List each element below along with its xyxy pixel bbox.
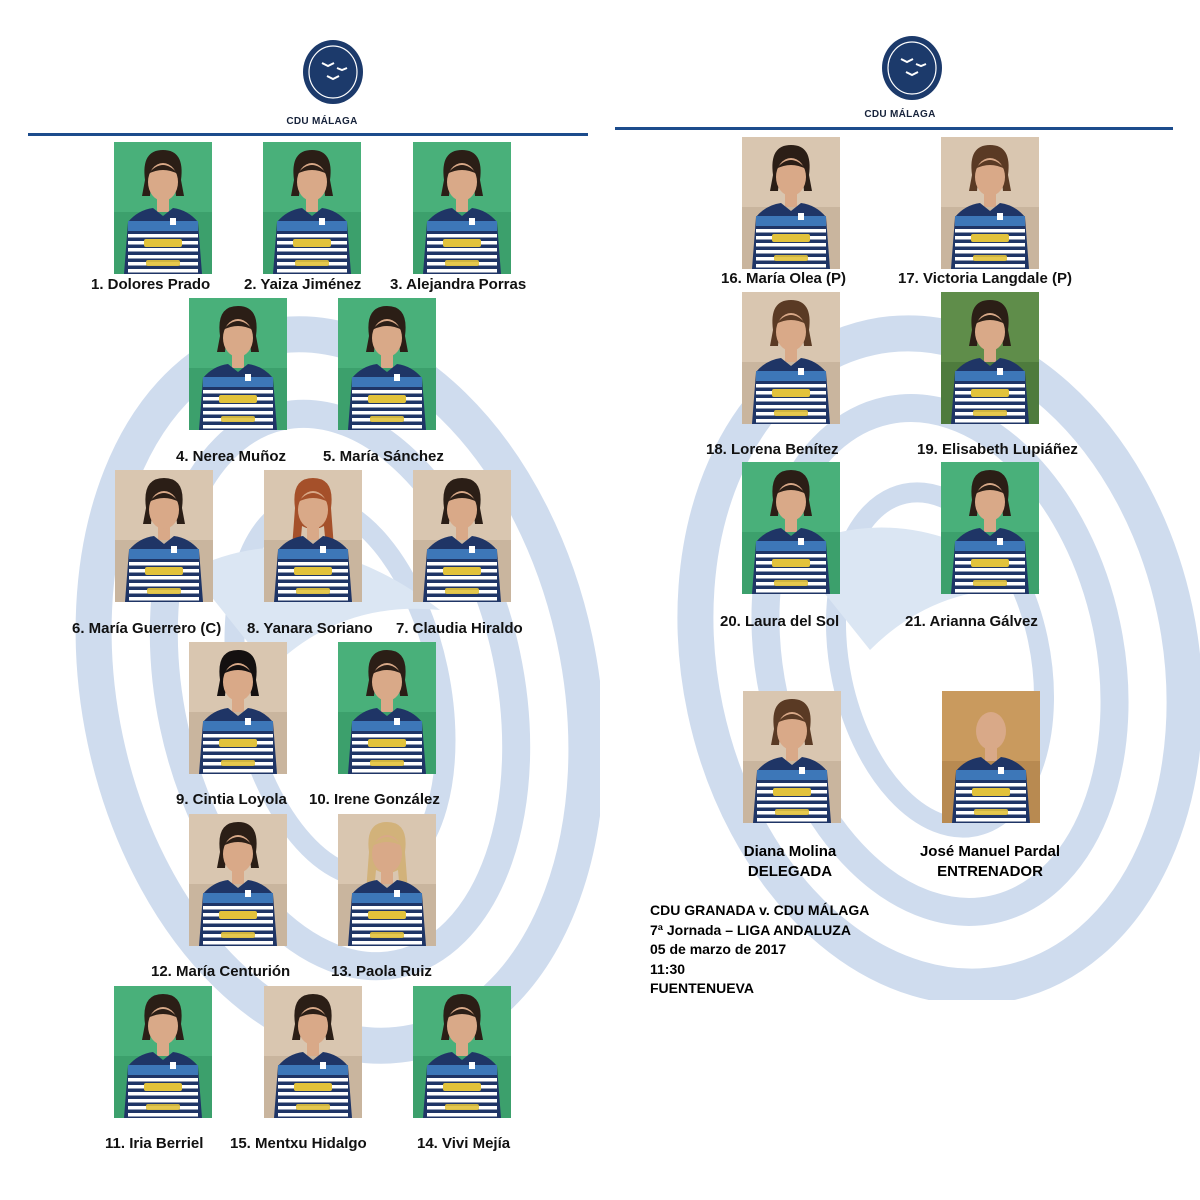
lineup-sheet-right: CDU MÁLAGA 16. María Olea (P) 17. Victor…: [600, 0, 1200, 1200]
player-caption: 5. María Sánchez: [323, 448, 444, 465]
player-caption: 6. María Guerrero (C): [72, 620, 222, 637]
club-logo-text: CDU MÁLAGA: [864, 109, 936, 120]
player-caption: 21. Arianna Gálvez: [905, 613, 1038, 630]
player-caption: 2. Yaiza Jiménez: [244, 276, 362, 293]
club-logo: [303, 40, 363, 104]
staff-photo: [942, 691, 1040, 823]
match-info: CDU GRANADA v. CDU MÁLAGA 7ª Jornada – L…: [650, 901, 869, 999]
player-photo: [189, 642, 287, 774]
player-caption: 4. Nerea Muñoz: [176, 448, 287, 465]
player-photo: [115, 470, 213, 602]
club-watermark: [75, 316, 600, 1064]
match-time: 11:30: [650, 960, 686, 977]
player-caption: 18. Lorena Benítez: [706, 441, 839, 458]
player-caption: 10. Irene González: [309, 791, 440, 808]
player-photo: [941, 137, 1039, 269]
player-photo: [742, 137, 840, 269]
staff-role: ENTRENADOR: [937, 863, 1043, 880]
match-round: 7ª Jornada – LIGA ANDALUZA: [650, 921, 851, 938]
player-caption: 11. Iria Berriel: [105, 1135, 204, 1152]
player-photo: [114, 986, 212, 1118]
player-photo: [941, 462, 1039, 594]
player-photo: [338, 642, 436, 774]
club-logo: [882, 36, 942, 100]
player-photo: [189, 298, 287, 430]
player-photo: [941, 292, 1039, 424]
match-teams: CDU GRANADA v. CDU MÁLAGA: [650, 902, 870, 918]
player-caption: 8. Yanara Soriano: [247, 620, 373, 637]
club-logo-text: CDU MÁLAGA: [286, 116, 358, 127]
header-rule: [28, 133, 588, 136]
player-photo: [742, 462, 840, 594]
player-caption: 15. Mentxu Hidalgo: [230, 1135, 367, 1152]
match-venue: FUENTENUEVA: [650, 980, 754, 996]
player-caption: 1. Dolores Prado: [91, 276, 211, 293]
player-photo: [114, 142, 212, 274]
header-rule: [615, 127, 1173, 130]
player-caption: 13. Paola Ruiz: [331, 963, 432, 980]
player-caption: 14. Vivi Mejía: [417, 1135, 511, 1152]
match-date: 05 de marzo de 2017: [650, 941, 787, 957]
staff-role: DELEGADA: [747, 863, 833, 880]
player-caption: 9. Cintia Loyola: [176, 791, 287, 808]
player-caption: 17. Victoria Langdale (P): [898, 270, 1072, 287]
player-caption: 12. María Centurión: [151, 963, 291, 980]
staff-name: Diana Molina: [743, 843, 837, 860]
player-caption: 3. Alejandra Porras: [390, 276, 527, 293]
lineup-sheet-left: CDU MÁLAGA: [28, 40, 600, 1152]
player-photo: [742, 292, 840, 424]
player-photo: [263, 142, 361, 274]
player-photo: [264, 470, 362, 602]
player-caption: 19. Elisabeth Lupiáñez: [917, 441, 1078, 458]
player-photo: [413, 470, 511, 602]
staff-photo: [743, 691, 841, 823]
player-caption: 20. Laura del Sol: [720, 613, 840, 630]
player-photo: [338, 298, 436, 430]
player-caption: 16. María Olea (P): [721, 270, 847, 287]
player-caption: 7. Claudia Hiraldo: [396, 620, 523, 637]
player-photo: [413, 142, 511, 274]
staff-name: José Manuel Pardal: [919, 843, 1061, 860]
club-watermark: [677, 315, 1200, 1000]
player-photo: [413, 986, 511, 1118]
player-photo: [338, 814, 436, 946]
player-photo: [189, 814, 287, 946]
player-photo: [264, 986, 362, 1118]
